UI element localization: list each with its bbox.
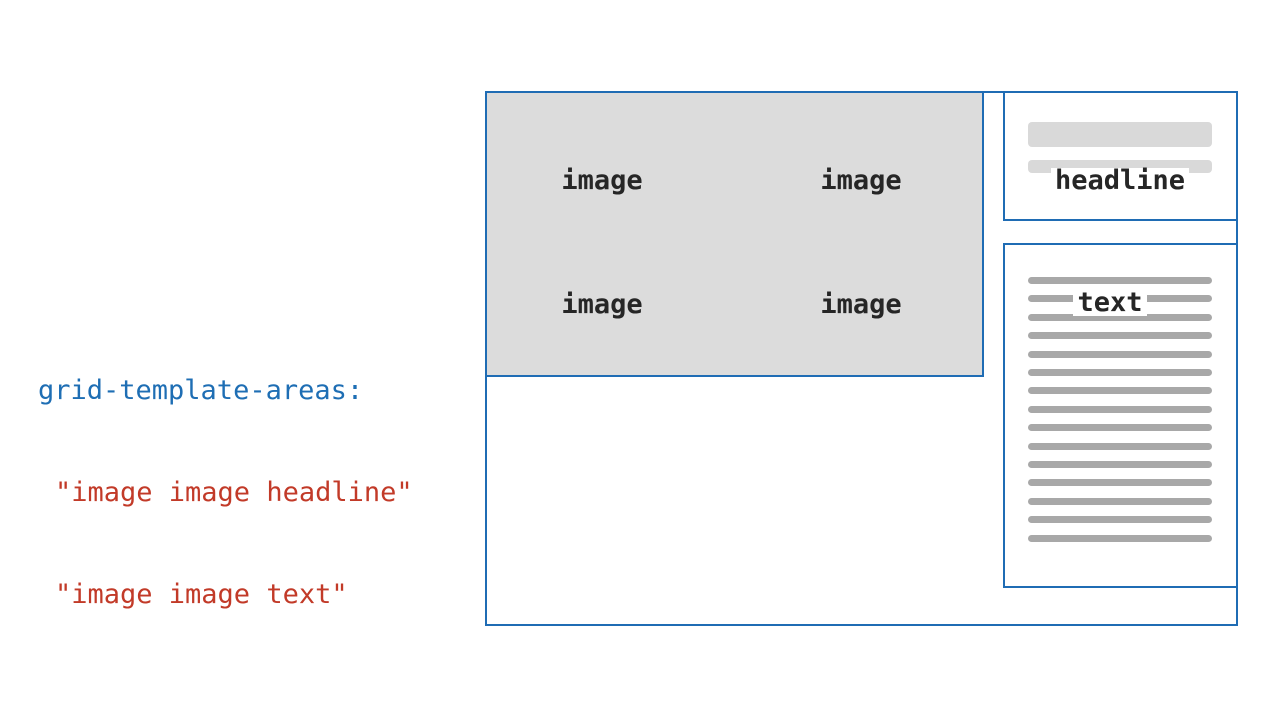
text-placeholder-bar: [1028, 442, 1212, 450]
text-placeholder-bar: [1028, 332, 1212, 340]
image-area-label: image: [820, 289, 902, 320]
headline-placeholder-bar: [1028, 122, 1212, 147]
text-placeholder-bar: [1028, 350, 1212, 358]
image-area-label: image: [561, 289, 643, 320]
grid-area-headline: [1003, 91, 1238, 221]
code-area-string-row1: "image image headline": [55, 477, 413, 508]
text-placeholder-bar: [1028, 479, 1212, 487]
image-area-label: image: [820, 165, 902, 196]
text-placeholder-bar: [1028, 516, 1212, 524]
text-placeholder-bar: [1028, 534, 1212, 542]
css-code-snippet: grid-template-areas: "image image headli…: [38, 306, 413, 680]
headline-area-label: headline: [1020, 167, 1220, 194]
text-placeholder-bar: [1028, 497, 1212, 505]
image-area-label: image: [561, 165, 643, 196]
text-placeholder-bar: [1028, 313, 1212, 321]
text-placeholder-bar: [1028, 461, 1212, 468]
text-placeholder-bar: [1028, 405, 1212, 413]
code-property-name: grid-template-areas:: [38, 375, 364, 406]
grid-area-image: [485, 91, 984, 377]
text-placeholder-bar: [1028, 369, 1212, 376]
text-placeholder-bar: [1028, 424, 1212, 432]
text-placeholder-bar: [1028, 387, 1212, 395]
text-placeholder-bar: [1028, 277, 1212, 284]
text-area-label: text: [1010, 289, 1210, 316]
code-area-string-row2: "image image text": [55, 579, 348, 610]
